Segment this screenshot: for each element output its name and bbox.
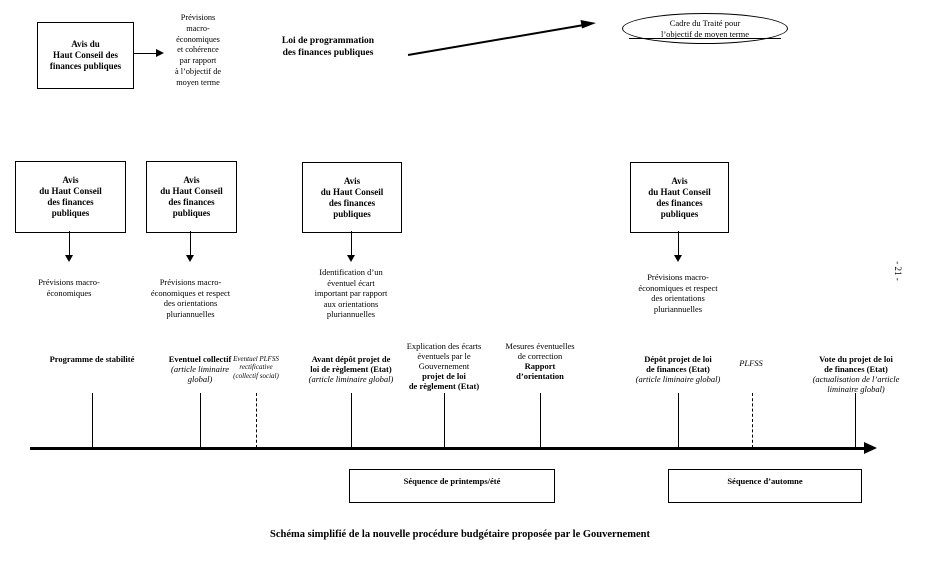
label-text: Eventuel PLFSS rectificative (collectif … xyxy=(233,354,279,380)
arrowhead-right-icon xyxy=(156,49,164,57)
avis-note-3: Identification d’un éventuel écart impor… xyxy=(314,267,388,319)
timeline-label-plfss-rectificative: Eventuel PLFSS rectificative (collectif … xyxy=(221,346,291,380)
sequence-box-automne: Séquence d’automne xyxy=(668,469,862,503)
arrow-line-avis-3 xyxy=(351,231,352,256)
tick-programme-stabilite xyxy=(92,393,93,448)
timeline-label-plfss: PLFSS xyxy=(731,348,771,368)
timeline-label-programme-stabilite: Programme de stabilité xyxy=(27,344,157,364)
avis-box-3: Avis du Haut Conseil des finances publiq… xyxy=(302,162,402,233)
treaty-underline xyxy=(629,38,781,39)
arrow-line-avis-2 xyxy=(190,231,191,256)
arrowhead-down-icon xyxy=(674,255,682,262)
label-text: Programme de stabilité xyxy=(49,354,135,364)
diagram-caption: Schéma simplifié de la nouvelle procédur… xyxy=(270,529,650,540)
tick-vote-loi-finances xyxy=(855,393,856,448)
arrowhead-down-icon xyxy=(65,255,73,262)
timeline-label-avant-depot-reglement: Avant dépôt projet de loi de règlement (… xyxy=(293,344,409,384)
label-text: Dépôt projet de loi de finances (Etat) xyxy=(644,354,712,374)
page-number: - 21 - xyxy=(893,261,903,281)
arrow-line-hcfp-to-note xyxy=(133,53,157,54)
label-text: PLFSS xyxy=(739,358,763,368)
avis-note-2: Prévisions macro- économiques et respect… xyxy=(150,277,231,319)
label-text: (actualisation de l’article liminaire gl… xyxy=(812,374,900,394)
treaty-ellipse: Cadre du Traité pour l’objectif de moyen… xyxy=(622,13,788,44)
label-text: Explication des écarts éventuels par le … xyxy=(406,341,482,371)
avis-note-1: Prévisions macro- économiques xyxy=(38,277,100,298)
label-text: (article liminaire global) xyxy=(171,364,229,384)
sequence-box-printemps-ete: Séquence de printemps/été xyxy=(349,469,555,503)
hcfp-top-note: Prévisions macro- économiques et cohéren… xyxy=(174,13,222,87)
timeline-label-eventuel-collectif: Eventuel collectif (article liminaire gl… xyxy=(155,344,245,384)
timeline-axis xyxy=(30,447,868,450)
tick-plfss-rectificative xyxy=(256,393,257,448)
arrowhead-down-icon xyxy=(347,255,355,262)
arrow-line-avis-1 xyxy=(69,231,70,256)
label-text: Rapport d’orientation xyxy=(516,361,564,381)
arrow-loi-to-treaty xyxy=(407,20,596,56)
hcfp-top-box: Avis du Haut Conseil des finances publiq… xyxy=(37,22,134,89)
label-text: Eventuel collectif xyxy=(168,354,232,364)
tick-depot-loi-finances xyxy=(678,393,679,448)
label-text: (article liminaire global) xyxy=(635,374,721,384)
avis-box-4: Avis du Haut Conseil des finances publiq… xyxy=(630,162,729,233)
label-text: Mesures éventuelles de correction xyxy=(505,341,575,361)
avis-note-4: Prévisions macro- économiques et respect… xyxy=(638,272,718,314)
arrow-line-avis-4 xyxy=(678,231,679,256)
tick-plfss xyxy=(752,393,753,448)
tick-explication-ecarts xyxy=(444,393,445,448)
avis-box-1: Avis du Haut Conseil des finances publiq… xyxy=(15,161,126,233)
arrowhead-icon xyxy=(580,20,596,29)
timeline-label-mesures-correction: Mesures éventuelles de correction Rappor… xyxy=(487,331,593,381)
timeline-arrowhead-icon xyxy=(864,442,877,454)
timeline-label-depot-loi-finances: Dépôt projet de loi de finances (Etat) (… xyxy=(626,344,730,384)
tick-mesures-correction xyxy=(540,393,541,448)
timeline-label-explication-ecarts: Explication des écarts éventuels par le … xyxy=(388,331,500,391)
label-text: (article liminaire global) xyxy=(308,374,394,384)
label-text: Avant dépôt projet de loi de règlement (… xyxy=(310,354,392,374)
loi-programmation-label: Loi de programmation des finances publiq… xyxy=(281,36,375,58)
arrowhead-down-icon xyxy=(186,255,194,262)
label-text: projet de loi de règlement (Etat) xyxy=(408,371,480,391)
avis-box-2: Avis du Haut Conseil des finances publiq… xyxy=(146,161,237,233)
timeline-label-vote-loi-finances: Vote du projet de loi de finances (Etat)… xyxy=(800,344,912,394)
tick-avant-depot-reglement xyxy=(351,393,352,448)
label-text: Vote du projet de loi de finances (Etat) xyxy=(819,354,893,374)
tick-eventuel-collectif xyxy=(200,393,201,448)
